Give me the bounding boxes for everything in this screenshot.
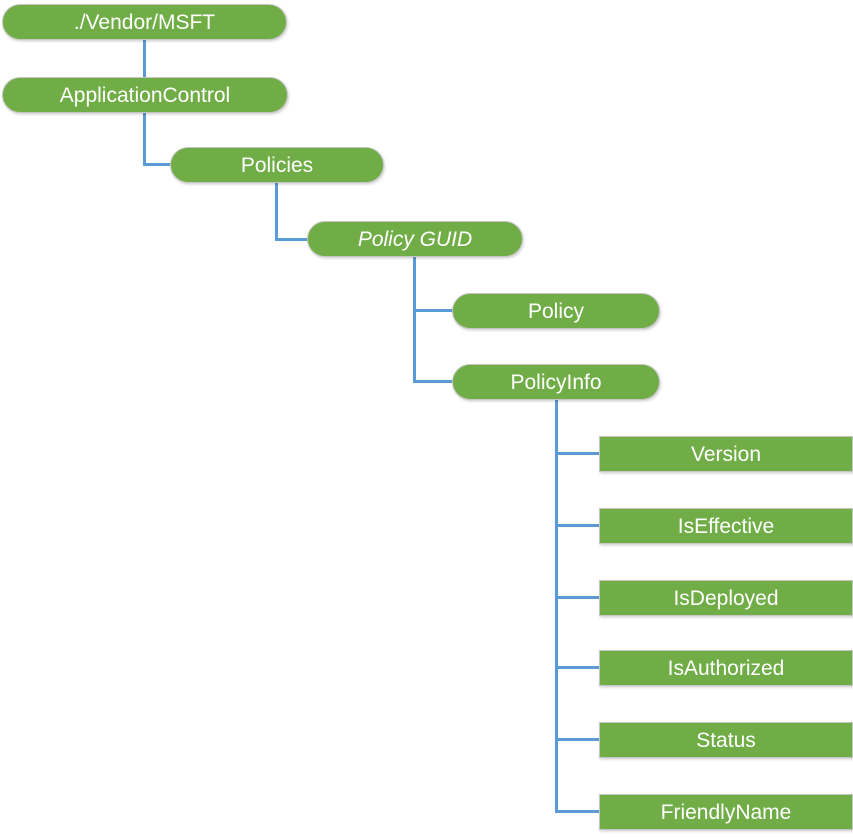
connector-policyinfo-to-friendlyname [555, 810, 600, 813]
connector-policyinfo-to-iseffective [555, 524, 600, 527]
node-vendor-msft: ./Vendor/MSFT [2, 4, 287, 40]
connector-policies-elbow-horizontal [275, 238, 308, 241]
connector-applicationcontrol-elbow-horizontal [143, 163, 171, 166]
connector-policyinfo-to-status [555, 738, 600, 741]
node-version: Version [599, 436, 853, 472]
connector-policies-elbow-vertical [275, 183, 278, 241]
node-isdeployed: IsDeployed [599, 580, 853, 616]
node-status: Status [599, 722, 853, 758]
node-policy-guid: Policy GUID [307, 221, 523, 257]
node-policy: Policy [452, 293, 660, 329]
node-isauthorized: IsAuthorized [599, 650, 853, 686]
connector-root-to-applicationcontrol [143, 40, 146, 78]
node-policy-info: PolicyInfo [452, 364, 660, 400]
connector-policyguid-to-policy [413, 309, 453, 312]
node-policies: Policies [170, 147, 384, 183]
connector-policyguid-trunk-vertical [413, 257, 416, 383]
connector-policyinfo-to-isauthorized [555, 666, 600, 669]
node-application-control: ApplicationControl [2, 77, 288, 113]
node-iseffective: IsEffective [599, 508, 853, 544]
connector-policyinfo-to-version [555, 452, 600, 455]
connector-policyinfo-trunk-vertical [555, 400, 558, 813]
node-friendlyname: FriendlyName [599, 794, 853, 830]
connector-policyguid-to-policyinfo [413, 380, 453, 383]
connector-policyinfo-to-isdeployed [555, 596, 600, 599]
connector-applicationcontrol-elbow-vertical [143, 113, 146, 166]
